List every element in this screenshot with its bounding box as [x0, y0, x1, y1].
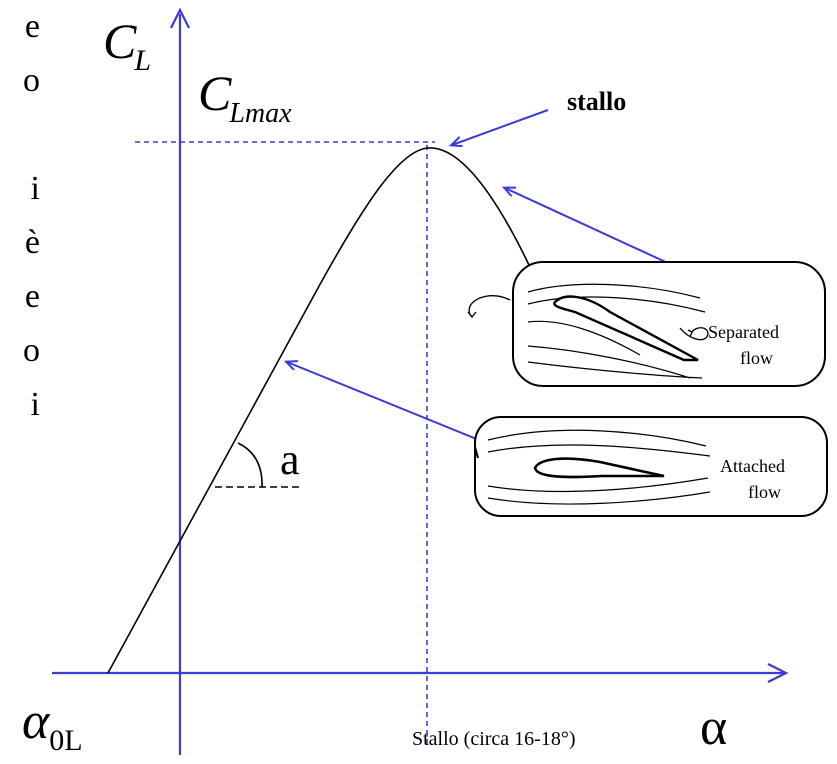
separated-airfoil — [553, 295, 699, 362]
y-axis-label: CL — [103, 13, 151, 77]
separated-flow-streamlines — [527, 283, 706, 379]
stall-angle-label: Stallo (circa 16-18°) — [412, 728, 576, 750]
separated-flow-line-2: flow — [740, 348, 773, 368]
left-fragment-7: i — [30, 386, 40, 423]
attached-flow-streamlines — [487, 429, 711, 505]
lift-curve — [107, 147, 530, 674]
left-fragment-5: e — [24, 278, 40, 315]
clmax-label: CLmax — [198, 65, 292, 129]
y-axis-arrowhead — [170, 7, 190, 29]
alpha0-label: α0L — [22, 693, 83, 757]
left-fragment-2: o — [23, 62, 40, 99]
slope-label: a — [280, 435, 300, 484]
attached-flow-line-1: Attached — [720, 456, 785, 476]
stall-arrow-label: stallo — [567, 87, 626, 116]
left-fragment-4: è — [24, 224, 40, 261]
attached-flow-inset: Attached flow — [474, 416, 828, 517]
left-fragment-3: i — [30, 170, 40, 207]
left-fragment-6: o — [23, 332, 40, 369]
left-fragment-1: e — [24, 8, 40, 45]
x-axis-label: α — [700, 699, 727, 756]
separated-flow-inset: Separated flow — [467, 261, 826, 387]
x-axis-arrowhead — [767, 663, 789, 683]
attached-flow-line-2: flow — [748, 482, 781, 502]
slope-arc — [237, 442, 263, 488]
separated-flow-line-1: Separated — [708, 322, 779, 342]
stall-pointer-arrow — [452, 109, 549, 145]
attached-airfoil — [533, 457, 665, 479]
